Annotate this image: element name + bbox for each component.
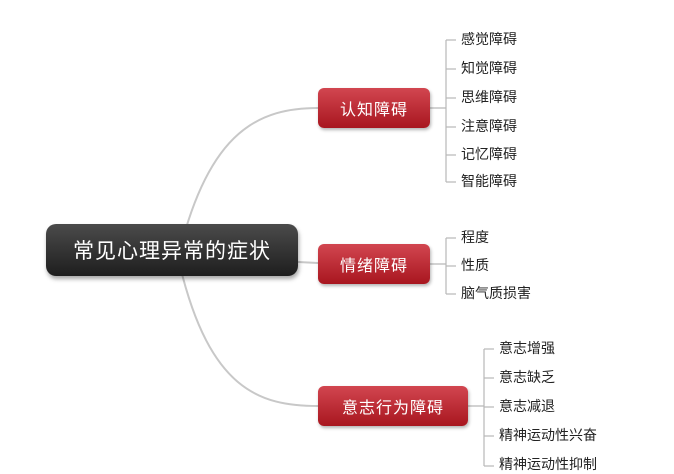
leaf-node[interactable]: 意志增强: [499, 341, 555, 357]
leaf-node[interactable]: 脑气质损害: [461, 286, 531, 302]
branch-node-label: 情绪障碍: [339, 256, 408, 275]
leaf-node[interactable]: 思维障碍: [461, 90, 517, 106]
leaf-node[interactable]: 智能障碍: [461, 174, 517, 190]
leaf-node[interactable]: 性质: [461, 258, 489, 274]
leaf-node[interactable]: 感觉障碍: [461, 32, 517, 48]
leaf-node[interactable]: 注意障碍: [461, 119, 517, 135]
leaf-node[interactable]: 意志缺乏: [499, 370, 555, 386]
branch-node-label: 意志行为障碍: [341, 398, 444, 417]
branch-node-emotion[interactable]: 情绪障碍: [318, 244, 430, 284]
branch-cognition-connector: [430, 40, 447, 182]
branch-node-will[interactable]: 意志行为障碍: [318, 386, 468, 426]
leaf-node[interactable]: 程度: [461, 230, 489, 246]
leaf-node[interactable]: 知觉障碍: [461, 61, 517, 77]
branch-emotion-connector: [430, 238, 447, 294]
leaf-node[interactable]: 精神运动性兴奋: [499, 428, 597, 444]
branch-will-connector: [468, 349, 485, 466]
root-to-branch-cognition: [179, 107, 319, 251]
branch-node-cognition[interactable]: 认知障碍: [318, 88, 430, 128]
root-node-label: 常见心理异常的症状: [73, 239, 271, 263]
leaf-node[interactable]: 精神运动性抑制: [499, 457, 597, 473]
root-node[interactable]: 常见心理异常的症状: [46, 224, 298, 276]
root-to-branch-emotion: [297, 261, 319, 264]
leaf-node[interactable]: 记忆障碍: [461, 147, 517, 163]
root-to-branch-will: [179, 265, 319, 407]
branch-node-label: 认知障碍: [339, 100, 408, 119]
leaf-node[interactable]: 意志减退: [499, 399, 555, 415]
